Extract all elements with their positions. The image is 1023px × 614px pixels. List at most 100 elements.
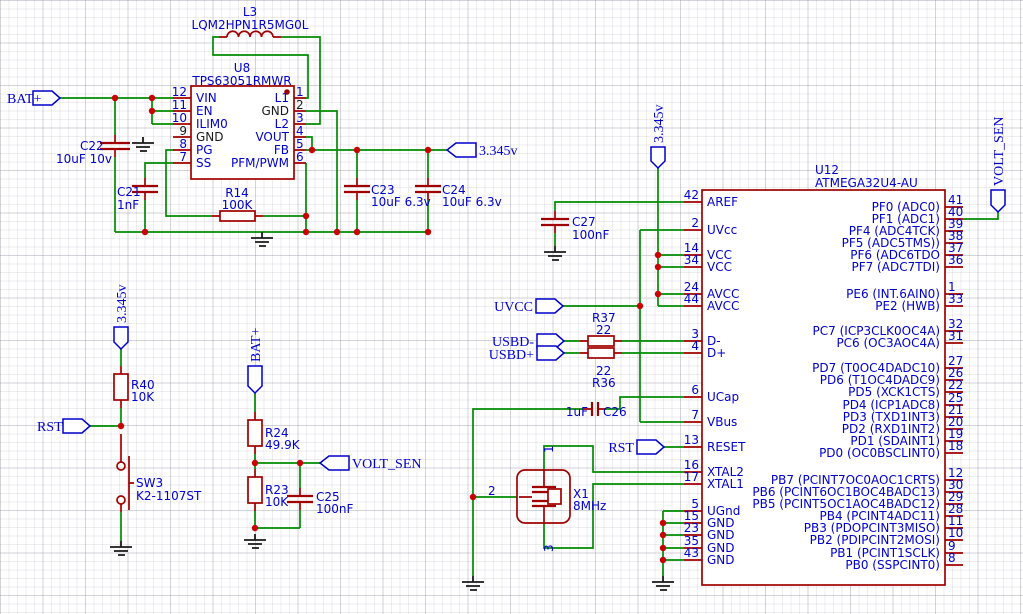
pin-number: 1	[948, 280, 956, 294]
component-ref: U12	[815, 163, 839, 177]
pin-number: 4	[296, 124, 304, 138]
netflag-rst-button[interactable]: RST	[37, 418, 92, 435]
component-leads[interactable]	[114, 36, 963, 566]
pin-number: 24	[684, 280, 699, 294]
netflag-3v345-reset[interactable]: 3.345v	[113, 285, 130, 351]
component-ref: SW3	[136, 476, 163, 490]
resistor-r14[interactable]: R14 100K	[219, 186, 256, 222]
pin-number: 6	[296, 150, 304, 164]
capacitor-c27[interactable]: C27 100nF	[541, 215, 610, 242]
pin-number: 5	[691, 497, 699, 511]
pin-number: 37	[948, 241, 963, 255]
switch-sw3[interactable]: SW3 K2-1107ST	[116, 461, 202, 505]
capacitor-c25[interactable]: C25 100nF	[287, 490, 354, 516]
pin-number: 44	[684, 292, 699, 306]
component-value: 8MHz	[573, 499, 606, 513]
netflag-uvcc[interactable]: UVCC	[494, 298, 565, 315]
resistor-r40[interactable]: R40 10K	[113, 373, 155, 404]
component-value: 100K	[222, 198, 254, 212]
netflag-volt-sen-divider[interactable]: VOLT_SEN	[318, 455, 422, 472]
component-value: 1nF	[117, 198, 139, 212]
pin-number: 12	[948, 466, 963, 480]
component-ref: R24	[265, 426, 289, 440]
net-label: BAT+	[7, 92, 41, 107]
netflag-3v345-mcu[interactable]: 3.345v	[650, 105, 667, 170]
pin-name: XTAL1	[707, 477, 744, 491]
pin-name: GND	[707, 553, 735, 567]
resistor-r37[interactable]: R37 22	[587, 311, 616, 347]
ic-u12[interactable]: U12 ATMEGA32U4-AU 42 AREF 2 UVcc 14 VCC …	[684, 163, 964, 586]
component-ref: C27	[572, 215, 596, 229]
pin-number: 34	[684, 253, 699, 267]
pin-name: D+	[707, 346, 726, 360]
pin-number: 29	[948, 490, 963, 504]
net-label: UVCC	[494, 300, 533, 315]
pin-name: GND	[707, 516, 735, 530]
pin-number: 14	[684, 241, 699, 255]
net-label: VOLT_SEN	[992, 117, 1007, 187]
pin-number: 1	[296, 85, 304, 99]
pin-name: XTAL2	[707, 465, 744, 479]
capacitor-c23[interactable]: C23 10uF 6.3v	[344, 183, 431, 209]
netflag-volt-sen-mcu[interactable]: VOLT_SEN	[990, 117, 1007, 214]
netflag-usbd-plus[interactable]: USBD+	[489, 345, 566, 363]
pin-name: PC7 (ICP3CLK0OC4A)	[813, 324, 940, 338]
resistor-r24[interactable]: R24 49.9K	[247, 419, 301, 452]
net-label: USBD+	[489, 348, 534, 363]
pin-number: 20	[948, 415, 963, 429]
netflag-rst-mcu[interactable]: RST	[608, 439, 666, 456]
ic-u8[interactable]: U8 TPS63051RMWR 12 VIN 11 EN 10 ILIM0 9 …	[172, 61, 304, 180]
capacitor-c24[interactable]: C24 10uF 6.3v	[415, 183, 502, 209]
pin-name: RESET	[707, 440, 746, 454]
pin-name: L1	[275, 91, 289, 105]
pin-name: PD6 (T1OC4DADC9)	[820, 373, 940, 387]
pin-name: PF4 (ADC4TCK)	[849, 224, 940, 238]
netflag-usbd-minus[interactable]: USBD-	[492, 333, 566, 350]
component-value: 10K	[265, 495, 289, 509]
netflag-3v345-out[interactable]: 3.345v	[445, 142, 518, 159]
pin-number: 3	[296, 111, 304, 125]
capacitor-c26[interactable]: 1uF C26	[566, 402, 627, 419]
pin-name: PB6 (PCINT6OC1BOC4BADC13)	[752, 485, 940, 499]
inductor-l3[interactable]: L3 LQM2HPN1R5MG0L	[192, 5, 309, 38]
pin-name: GND	[707, 528, 735, 542]
resistor-r23[interactable]: R23 10K	[247, 476, 289, 509]
component-part: TPS63051RMWR	[191, 74, 291, 88]
wires[interactable]	[60, 36, 999, 576]
component-ref: L3	[243, 5, 257, 19]
pin-name: PFM/PWM	[231, 156, 289, 170]
pin-name: PB5 (PCINT5OC1AOC4BADC12)	[752, 497, 940, 511]
crystal-x1[interactable]: X1 8MHz 1 2 3	[488, 445, 606, 552]
component-ref: R36	[592, 376, 616, 390]
pin-number: 3	[691, 327, 699, 341]
pin-name: UCap	[707, 390, 739, 404]
component-value: 10K	[131, 390, 155, 404]
crystal-pin2-label: 2	[488, 484, 496, 498]
net-label: BAT+	[249, 328, 264, 362]
resistor-r36[interactable]: 22 R36	[587, 347, 616, 390]
pin-number: 7	[691, 408, 699, 422]
net-label: RST	[37, 420, 63, 435]
pin-name: PB2 (PDIPCINT2MOSI)	[810, 533, 940, 547]
netflag-bat-plus[interactable]: BAT+	[7, 90, 62, 107]
capacitor-c22[interactable]: C22 10uF 10v	[56, 139, 130, 166]
component-ref: R23	[265, 483, 289, 497]
capacitor-c21[interactable]: C21 1nF	[117, 184, 158, 212]
pin-name: PB3 (PDOPCINT3MISO)	[804, 521, 940, 535]
pin-number: 13	[684, 433, 699, 447]
pin-name: PB0 (SSPCINT0)	[845, 558, 940, 572]
netflag-bat-plus-divider[interactable]: BAT+	[247, 328, 264, 395]
ground-symbols[interactable]	[110, 137, 674, 591]
component-ref: R40	[131, 378, 155, 392]
pin-number: 32	[948, 317, 963, 331]
pin-number: 25	[948, 391, 963, 405]
pin-number: 33	[948, 292, 963, 306]
pin-number: 8	[948, 551, 956, 565]
net-label: 3.345v	[115, 285, 130, 324]
pin-name: UVcc	[707, 223, 737, 237]
component-ref: U8	[234, 61, 250, 75]
pin-name: EN	[196, 104, 213, 118]
pin-name: FB	[274, 143, 289, 157]
component-value: 1uF	[566, 405, 588, 419]
component-ref: R37	[592, 311, 616, 325]
